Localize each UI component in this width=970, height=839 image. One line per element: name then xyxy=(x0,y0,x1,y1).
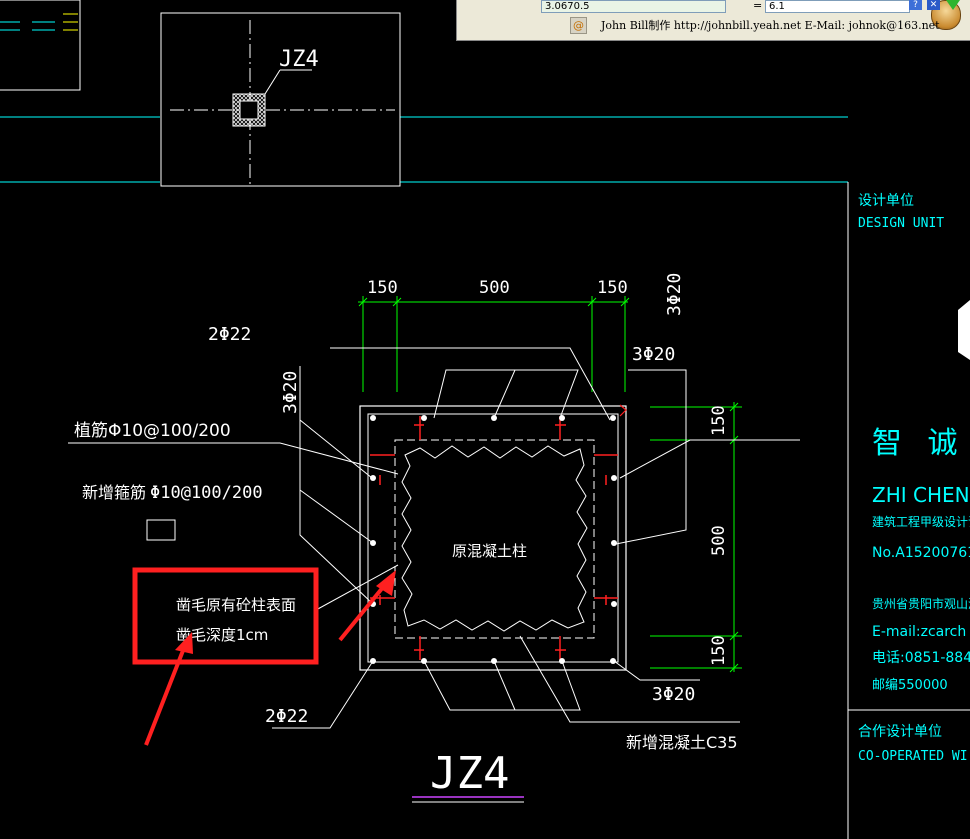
mini-plan: JZ4 xyxy=(160,12,401,187)
arrow-down-icon[interactable] xyxy=(946,0,960,10)
logo-fragment xyxy=(958,300,970,360)
equals-sign: = xyxy=(753,0,763,12)
credits-text: John Bill制作 http://johnbill.yeah.net E-M… xyxy=(601,19,940,32)
title-block: 设计单位 DESIGN UNIT 智 诚 建 ZHI CHENG 建筑工程甲级设… xyxy=(847,182,970,839)
new-stirrup-value: Φ10@100/200 xyxy=(150,483,263,503)
planted-bar-label: 植筋Φ10@100/200 xyxy=(74,421,231,441)
cert-no: No.A15200761 xyxy=(872,545,970,561)
original-column-outline xyxy=(401,445,588,632)
rebar-dots xyxy=(370,415,617,664)
phone: 电话:0851-8841 xyxy=(872,650,970,666)
dim-top-2: 500 xyxy=(479,278,510,298)
qualification: 建筑工程甲级设计证书 xyxy=(872,514,970,529)
company-cn: 智 诚 建 xyxy=(872,426,970,461)
top-left-fragment xyxy=(0,0,81,91)
red-arrow xyxy=(144,632,193,746)
plugin-toolbar: 3.0670.5 = 6.1 @ John Bill制作 http://john… xyxy=(456,0,970,41)
note-line-2: 凿毛深度1cm xyxy=(176,626,268,644)
design-unit-en: DESIGN UNIT xyxy=(858,216,944,231)
coop-unit-en: CO-OPERATED WI xyxy=(858,749,968,764)
email-at-icon[interactable]: @ xyxy=(570,17,587,34)
rebar-label-top-left: 2Φ22 xyxy=(208,324,251,345)
red-annotation: 凿毛原有砼柱表面 凿毛深度1cm xyxy=(132,567,319,665)
column-section xyxy=(359,404,627,671)
leader-lines xyxy=(68,347,800,729)
dim-top-1: 150 xyxy=(367,278,398,298)
design-unit-cn: 设计单位 xyxy=(858,193,914,209)
new-concrete-label: 新增混凝土C35 xyxy=(626,733,738,752)
dim-right-1: 150 xyxy=(709,405,729,436)
postcode: 邮编550000 xyxy=(872,678,948,693)
input-right[interactable]: 6.1 xyxy=(765,0,910,13)
dim-right-2: 500 xyxy=(709,525,729,556)
rebar-label-top-right-vertical: 3Φ20 xyxy=(664,273,685,316)
rebar-label-bottom-right: 3Φ20 xyxy=(652,684,695,705)
note-line-1: 凿毛原有砼柱表面 xyxy=(176,596,296,614)
dimension-lines xyxy=(358,296,742,673)
mini-plan-label: JZ4 xyxy=(279,47,319,72)
coop-unit-cn: 合作设计单位 xyxy=(858,724,942,740)
help-icon[interactable]: ? xyxy=(909,0,922,10)
close-icon[interactable]: ✕ xyxy=(927,0,940,10)
rebar-label-left-vertical: 3Φ20 xyxy=(280,371,301,414)
company-en: ZHI CHENG xyxy=(872,483,970,507)
input-left[interactable]: 3.0670.5 xyxy=(541,0,726,13)
email: E-mail:zcarch xyxy=(872,624,966,640)
rebar-label-bottom-left: 2Φ22 xyxy=(265,706,308,727)
dim-top-3: 150 xyxy=(597,278,628,298)
rebar-label-top-right: 3Φ20 xyxy=(632,344,675,365)
address: 贵州省贵阳市观山湖 xyxy=(872,596,970,611)
section-marker-box xyxy=(146,519,176,541)
dim-right-3: 150 xyxy=(709,635,729,666)
drawing-title: JZ4 xyxy=(430,748,509,799)
original-column-label: 原混凝土柱 xyxy=(452,542,527,560)
new-stirrup-label: 新增箍筋 xyxy=(82,483,146,502)
red-arrow xyxy=(338,570,396,642)
